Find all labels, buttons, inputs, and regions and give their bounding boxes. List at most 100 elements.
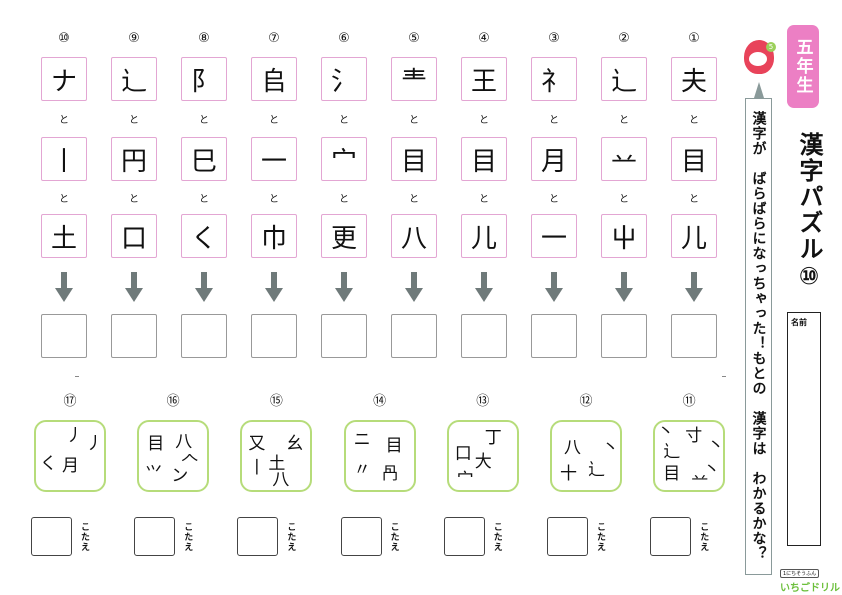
answer-label: こたえ [285, 522, 296, 552]
scrambled-kanji-box: 又幺丨土八 [240, 420, 313, 492]
answer-box[interactable] [340, 517, 382, 556]
kanji-piece: 䒑 [691, 470, 709, 490]
kanji-piece: 又 [248, 434, 266, 454]
part-box: く [181, 214, 227, 258]
part-box: 礻 [531, 57, 577, 101]
kanji-piece: ン [171, 466, 189, 486]
part-box: 円 [111, 137, 157, 181]
connector-text: と [269, 194, 279, 205]
puzzle-number: ⑪ [682, 394, 696, 409]
part-box: 屮 [601, 214, 647, 258]
connector-text: と [199, 194, 209, 205]
puzzle-number: ⑦ [268, 31, 280, 46]
part-box: 目 [461, 137, 507, 181]
connector-text: と [619, 115, 629, 126]
part-box: 八 [391, 214, 437, 258]
answer-label: こたえ [182, 522, 193, 552]
part-box: 夫 [671, 57, 717, 101]
kanji-piece: 丁 [484, 428, 502, 448]
instruction-bubble: 漢字が ばらばらになっちゃった！もとの 漢字は わかるかな？ [745, 98, 772, 575]
answer-box[interactable] [547, 517, 588, 556]
answer-box[interactable] [321, 314, 367, 358]
answer-box[interactable] [111, 314, 157, 358]
kanji-piece: 八 [564, 438, 581, 458]
part-box: 一 [251, 137, 297, 181]
connector-text: と [479, 194, 489, 205]
part-box: 儿 [461, 214, 507, 258]
down-arrow-icon [615, 272, 633, 304]
answer-label: こたえ [698, 522, 709, 552]
puzzle-number: ① [688, 31, 700, 46]
strawberry-mascot-icon: 5 [744, 40, 776, 74]
kanji-piece: 丶 [703, 460, 721, 480]
answer-box[interactable] [134, 517, 176, 556]
puzzle-number: ⑰ [63, 394, 77, 409]
connector-text: と [549, 115, 559, 126]
answer-box[interactable] [237, 517, 279, 556]
answer-label: こたえ [79, 522, 89, 552]
answer-box[interactable] [671, 314, 717, 358]
part-box: 目 [671, 137, 717, 181]
puzzle-number: ⑤ [408, 31, 420, 46]
answer-box[interactable] [650, 517, 692, 556]
answer-box[interactable] [601, 314, 647, 358]
kanji-piece: 冎 [381, 464, 399, 484]
connector-text: と [129, 194, 139, 205]
logo: 1にちそうふん いちごドリル [780, 569, 840, 594]
answer-box[interactable] [31, 517, 72, 556]
kanji-piece: 丶 [707, 436, 725, 456]
kanji-piece: 目 [385, 436, 403, 456]
answer-box[interactable] [181, 314, 227, 358]
connector-text: と [619, 194, 629, 205]
kanji-piece: 目 [663, 464, 681, 484]
connector-text: と [409, 115, 419, 126]
kanji-piece: 八 [175, 432, 193, 452]
name-field[interactable]: 名前 [787, 312, 821, 546]
part-box: 更 [321, 214, 367, 258]
puzzle-number: ⑮ [269, 394, 283, 409]
puzzle-number: ⑧ [198, 31, 210, 46]
connector-text: と [409, 194, 419, 205]
answer-box[interactable] [391, 314, 437, 358]
scrambled-kanji-box: 丁口大宀 [446, 420, 519, 492]
kanji-piece: 丶 [602, 438, 619, 458]
answer-label: こたえ [595, 522, 605, 552]
part-box: 𠂤 [251, 57, 297, 101]
answer-box[interactable] [461, 314, 507, 358]
down-arrow-icon [335, 272, 353, 304]
connector-text: と [479, 115, 489, 126]
down-arrow-icon [685, 272, 703, 304]
down-arrow-icon [195, 272, 213, 304]
scrambled-kanji-box: ニ目〃冎 [343, 420, 416, 492]
kanji-piece: ⺍ [145, 464, 163, 484]
part-box: 宀 [321, 137, 367, 181]
answer-box[interactable] [41, 314, 87, 358]
connector-text: と [339, 115, 349, 126]
puzzle-number: ⑯ [166, 394, 180, 409]
puzzle-number: ⑬ [476, 394, 490, 409]
answer-label: こたえ [491, 522, 502, 552]
kanji-piece: ニ [353, 430, 371, 450]
connector-text: と [269, 115, 279, 126]
connector-text: と [129, 115, 139, 126]
kanji-piece: 幺 [286, 434, 304, 454]
page-title: 漢字パズル⑩ [795, 132, 823, 292]
part-box: 儿 [671, 214, 717, 258]
kanji-piece: 目 [147, 434, 165, 454]
down-arrow-icon [265, 272, 283, 304]
down-arrow-icon [545, 272, 563, 304]
part-box: 丨 [41, 137, 87, 181]
connector-text: と [689, 194, 699, 205]
part-box: 口 [111, 214, 157, 258]
part-box: 月 [531, 137, 577, 181]
answer-box[interactable] [443, 517, 485, 556]
kanji-piece: 辶 [663, 442, 681, 462]
connector-text: と [199, 115, 209, 126]
connector-text: と [339, 194, 349, 205]
answer-box[interactable] [251, 314, 297, 358]
kanji-piece: 〃 [353, 460, 371, 480]
answer-box[interactable] [531, 314, 577, 358]
down-arrow-icon [55, 272, 73, 304]
kanji-piece: 丨 [248, 458, 266, 478]
part-box: 阝 [181, 57, 227, 101]
